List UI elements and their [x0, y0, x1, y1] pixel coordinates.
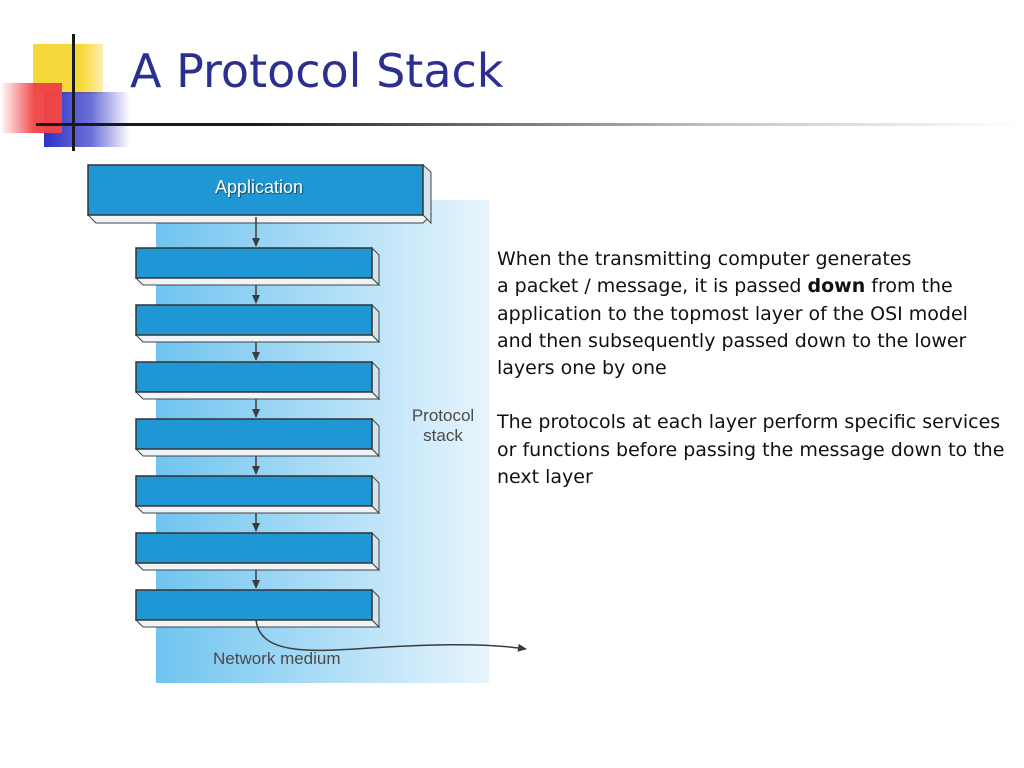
- paragraph-passing-down: When the transmitting computer generates…: [497, 246, 1007, 382]
- emphasis-down: down: [807, 275, 866, 298]
- protocol-layer: [134, 417, 381, 458]
- protocol-layer: [134, 303, 381, 344]
- protocol-stack-graphic: [86, 163, 527, 683]
- network-medium-label: Network medium: [213, 649, 341, 668]
- layer-application: [86, 163, 433, 225]
- explanation-text: When the transmitting computer generates…: [497, 246, 1007, 491]
- protocol-layer: [134, 360, 381, 401]
- decorative-logo-icon: [0, 34, 130, 151]
- protocol-stack-label-line1: Protocol: [411, 406, 475, 425]
- network-medium-arrow: [255, 619, 527, 652]
- title-divider: [36, 123, 1021, 126]
- protocol-layer: [134, 588, 381, 629]
- protocol-layer: [134, 531, 381, 572]
- protocol-stack-label: Protocol stack: [398, 406, 488, 446]
- paragraph1-line1: When the transmitting computer generates: [497, 248, 912, 270]
- paragraph1-rest: application to the topmost layer of the …: [497, 302, 968, 380]
- protocol-stack-diagram: Application Protocol stack Network mediu…: [80, 160, 540, 690]
- application-layer-label: Application: [214, 177, 304, 197]
- lower-layers: [134, 217, 381, 629]
- protocol-stack-label-line2: stack: [423, 426, 463, 445]
- paragraph-layer-services: The protocols at each layer perform spec…: [497, 411, 1005, 489]
- protocol-layer: [134, 246, 381, 287]
- paragraph1-before-emphasis: a packet / message, it is passed: [497, 275, 808, 298]
- slide-title: A Protocol Stack: [130, 44, 504, 98]
- protocol-layer: [134, 474, 381, 515]
- paragraph1-after-emphasis: from the: [865, 275, 953, 298]
